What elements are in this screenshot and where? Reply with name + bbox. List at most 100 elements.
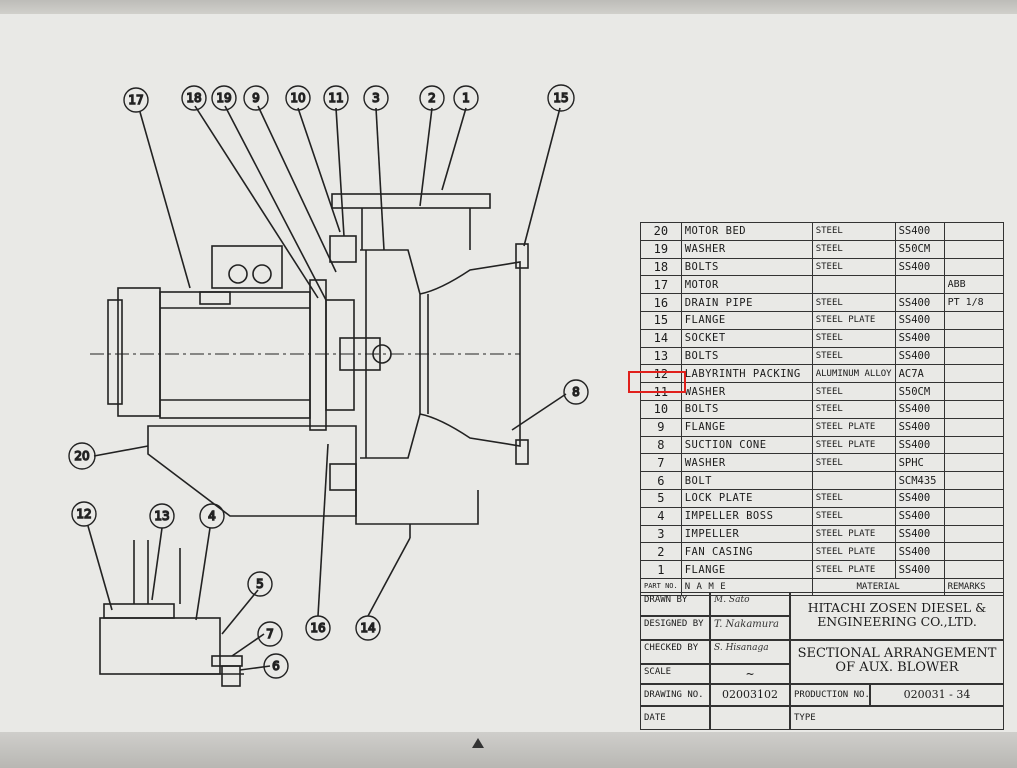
part-remarks: [943, 435, 1005, 455]
part-remarks: [943, 382, 1005, 401]
part-name: FLANGE: [680, 560, 813, 579]
part-name: LABYRINTH PACKING: [680, 364, 813, 384]
motor-body: [159, 291, 311, 419]
balloon-7: 7: [257, 621, 283, 647]
parts-list-header: PART NO. N A M E MATERIAL REMARKS: [640, 577, 1005, 596]
balloon-8: 8: [563, 379, 589, 405]
svg-text:2: 2: [428, 91, 436, 105]
part-name: BOLTS: [680, 257, 813, 277]
part-code: SS400: [894, 346, 945, 366]
part-code: SS400: [894, 310, 945, 330]
balloon-15: 15: [547, 84, 575, 112]
impeller: [360, 249, 421, 459]
svg-text:20: 20: [74, 449, 89, 463]
date-value: [710, 706, 790, 730]
part-material: STEEL: [811, 399, 896, 419]
svg-text:9: 9: [252, 91, 260, 105]
part-no: 10: [640, 399, 682, 419]
motor-bed: [147, 425, 357, 517]
part-name: IMPELLER BOSS: [680, 506, 813, 526]
part-code: SS400: [894, 524, 945, 544]
part-remarks: [943, 488, 1005, 508]
part-remarks: [943, 524, 1005, 544]
balloon-6: 6: [263, 653, 289, 679]
part-name: WASHER: [680, 382, 813, 401]
part-code: SS400: [894, 222, 945, 241]
balloon-13: 13: [149, 503, 175, 529]
part-code: S50CM: [894, 382, 945, 401]
balloon-4: 4: [199, 503, 225, 529]
suction-cone: [419, 261, 521, 447]
balloon-16: 16: [305, 615, 331, 641]
screen-bottom-edge: [0, 732, 1017, 768]
part-no: 7: [640, 453, 682, 473]
part-no: 19: [640, 239, 682, 259]
part-remarks: [943, 310, 1005, 330]
part-material: STEEL PLATE: [811, 435, 896, 455]
part-remarks: [943, 471, 1005, 490]
part-no: 9: [640, 417, 682, 437]
balloon-1: 1: [453, 85, 479, 111]
drawing-title: SECTIONAL ARRANGEMENT OF AUX. BLOWER: [790, 640, 1004, 684]
part-remarks: [943, 399, 1005, 419]
part-code: SS400: [894, 293, 945, 312]
part-code: SS400: [894, 560, 945, 579]
part-no: 14: [640, 328, 682, 348]
balloon-20: 20: [68, 442, 96, 470]
type-label: TYPE: [790, 706, 1004, 730]
detail-view: [99, 617, 221, 675]
balloon-14: 14: [355, 615, 381, 641]
drawn-by-label: DRAWN BY: [640, 592, 710, 616]
balloon-10: 10: [285, 85, 311, 111]
part-no: 4: [640, 506, 682, 526]
part-no: 1: [640, 560, 682, 579]
part-code: SS400: [894, 488, 945, 508]
part-material: STEEL: [811, 346, 896, 366]
part-remarks: PT 1/8: [943, 293, 1005, 312]
scale-label: SCALE: [640, 664, 710, 684]
part-material: [811, 471, 896, 490]
part-material: [811, 275, 896, 295]
part-remarks: [943, 417, 1005, 437]
part-material: STEEL: [811, 453, 896, 473]
part-remarks: [943, 560, 1005, 579]
svg-text:6: 6: [272, 659, 280, 673]
selection-highlight: [628, 371, 686, 393]
svg-text:19: 19: [216, 91, 231, 105]
svg-text:8: 8: [572, 385, 580, 399]
part-remarks: [943, 222, 1005, 241]
part-no: 3: [640, 524, 682, 544]
part-no: 5: [640, 488, 682, 508]
part-name: WASHER: [680, 239, 813, 259]
svg-text:11: 11: [328, 91, 343, 105]
svg-text:16: 16: [310, 621, 325, 635]
svg-text:4: 4: [208, 509, 216, 523]
part-material: STEEL PLATE: [811, 310, 896, 330]
part-code: SS400: [894, 399, 945, 419]
svg-text:18: 18: [186, 91, 201, 105]
drawing-no-label: DRAWING NO.: [640, 684, 710, 706]
part-code: SS400: [894, 417, 945, 437]
part-remarks: [943, 453, 1005, 473]
part-name: BOLT: [680, 471, 813, 490]
part-name: DRAIN PIPE: [680, 293, 813, 312]
designed-by-signature: T. Nakamura: [710, 616, 790, 640]
part-name: LOCK PLATE: [680, 488, 813, 508]
part-remarks: [943, 506, 1005, 526]
part-code: SPHC: [894, 453, 945, 473]
part-code: SS400: [894, 506, 945, 526]
part-name: SOCKET: [680, 328, 813, 348]
